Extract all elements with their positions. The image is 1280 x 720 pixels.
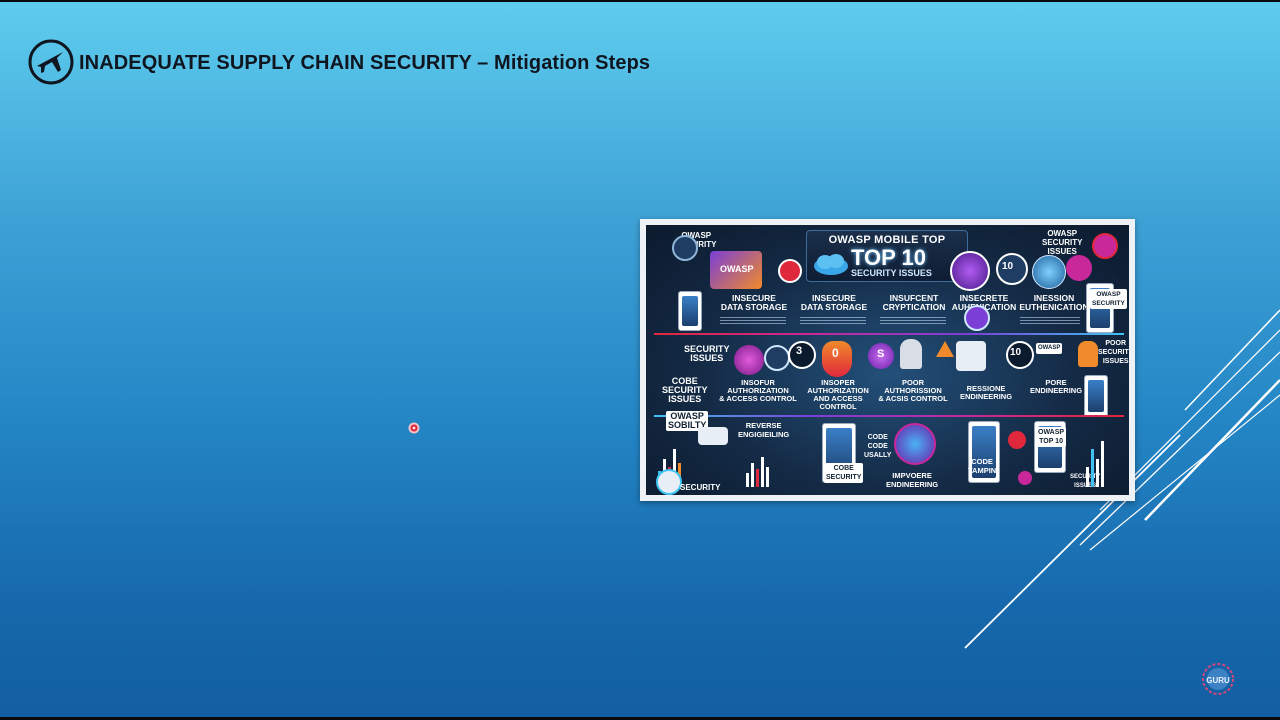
- row2-label-3: POOR AUTHORISSION & ACSIS CONTROL: [878, 378, 948, 403]
- row1-text-lines-5: [1020, 315, 1080, 326]
- number-zero: 0: [832, 346, 839, 360]
- owasp-engineering-tag: OWASP: [1036, 343, 1063, 354]
- reverse-engineering-label: REVERSE ENGIGIEILING: [738, 421, 790, 439]
- bar-graphic-mid: [746, 451, 769, 487]
- header-small-text: OWASP MOBILE TOP: [828, 234, 946, 246]
- number-three: 3: [796, 345, 803, 357]
- document-icon: [956, 341, 986, 371]
- letter-s: S: [877, 348, 885, 360]
- right-phone-label: OWASP SECURITY: [1090, 289, 1127, 309]
- row1-text-lines-3: [880, 315, 946, 326]
- row2-label-2: INSOPER AUTHORIZATION AND ACCESS CONTROL: [807, 378, 869, 411]
- corner-tr-label: OWASP SECURITY ISSUES: [1042, 229, 1083, 256]
- cobe-security-tag: COBE SECURITY: [824, 463, 864, 483]
- s-circle-icon: [868, 343, 894, 369]
- security-issues-label: SECURITY ISSUES: [684, 344, 730, 363]
- phone-lock-icon: [1084, 375, 1108, 417]
- owasp-sobilty-tag: OWASP SOBILTY: [666, 411, 709, 431]
- row1-label-2: INSECURE DATA STORAGE: [800, 293, 868, 312]
- x-circle-icon: [1008, 431, 1026, 449]
- airplane-circle-icon: [28, 39, 74, 85]
- owasp-circle-icon: [672, 235, 698, 261]
- bottom-security-label: SECURITY: [680, 483, 721, 492]
- row1-label-5: INESSION EUTHENICATION: [1019, 293, 1089, 312]
- bottom-issues-label: SECURITY ISSUES: [1070, 473, 1100, 491]
- ten-number-a: 10: [1002, 261, 1014, 272]
- lock-circle-icon: [950, 251, 990, 291]
- globe-icon: [1032, 255, 1066, 289]
- cloud-bug-icon: [734, 345, 764, 375]
- owasp-infographic-image: OWASP MOBILE TOP TOP 10 SECURITY ISSUES …: [640, 219, 1135, 501]
- row2-label-1: INSOFUR AUTHORIZATION & ACCESS CONTROL: [719, 378, 797, 403]
- padlock-orange-icon: [1078, 341, 1098, 367]
- divider-stripe-2: [654, 415, 1124, 417]
- three-circle-icon: [788, 341, 816, 369]
- window-bottom-edge: [0, 717, 1280, 720]
- owasp-top10-tag: OWASP TOP 10: [1036, 427, 1067, 447]
- row1-label-3: INSUFCENT CRYPTICATION: [882, 293, 946, 312]
- header-sub-text: SECURITY ISSUES: [851, 268, 932, 278]
- gear-icon: [894, 423, 936, 465]
- improvere-label: IMPVOERE ENDINEERING: [886, 471, 939, 489]
- row1-text-lines-1: [720, 315, 786, 326]
- window-top-edge: [0, 0, 1280, 2]
- ten-circle-icon-b: [1006, 341, 1034, 369]
- bar-graphic-right: [1086, 435, 1104, 487]
- shield-icon: [822, 341, 852, 377]
- slide-title: INADEQUATE SUPPLY CHAIN SECURITY – Mitig…: [79, 52, 651, 74]
- code-tampin-label: CODE TAMPIN: [968, 457, 997, 475]
- truck-icon: [698, 427, 728, 445]
- phone-tamper-icon: [968, 421, 1000, 483]
- row1-label-1: INSECURE DATA STORAGE: [720, 293, 788, 312]
- infographic-header: OWASP MOBILE TOP TOP 10 SECURITY ISSUES: [806, 230, 968, 282]
- owasp-badge-text: OWASP: [720, 264, 754, 274]
- ten-number-b: 10: [1010, 347, 1022, 358]
- ten-circle-icon: [996, 253, 1028, 285]
- warning-circle-icon: [1092, 233, 1118, 259]
- bottom-circle-icon: [656, 469, 682, 495]
- phone-icon-left: [678, 291, 702, 331]
- guru-logo-text: GURU: [1206, 676, 1230, 685]
- target-icon: [778, 259, 802, 283]
- owasp-tile-icon: [710, 251, 762, 289]
- code-security-label: COBE SECURITY ISSUES: [662, 376, 708, 404]
- owasp-cloud-icon: [814, 254, 848, 275]
- laser-pointer-dot: [408, 422, 420, 434]
- row2-label-4: RESSIONE ENDINEERING: [959, 384, 1013, 401]
- row1-text-lines-2: [800, 315, 866, 326]
- poor-security-label: POOR SECURITY ISSUES: [1098, 340, 1129, 365]
- header-top10-text: TOP 10: [851, 245, 927, 270]
- infographic-canvas: OWASP MOBILE TOP TOP 10 SECURITY ISSUES …: [646, 225, 1129, 495]
- row2-label-5: PORE ENDINEERING: [1029, 378, 1083, 395]
- bug-circle-icon: [964, 305, 990, 331]
- guru-logo-icon: GURU: [1202, 663, 1234, 695]
- virus-icon: [1066, 255, 1092, 281]
- padlock-icon: [900, 339, 922, 369]
- code-usally-label: CODE CODE USALLY: [864, 434, 892, 459]
- pink-dot-icon: [1018, 471, 1032, 485]
- shield-circle-icon: [764, 345, 790, 371]
- divider-stripe-1: [654, 333, 1124, 335]
- warning-triangle-icon: [936, 341, 954, 357]
